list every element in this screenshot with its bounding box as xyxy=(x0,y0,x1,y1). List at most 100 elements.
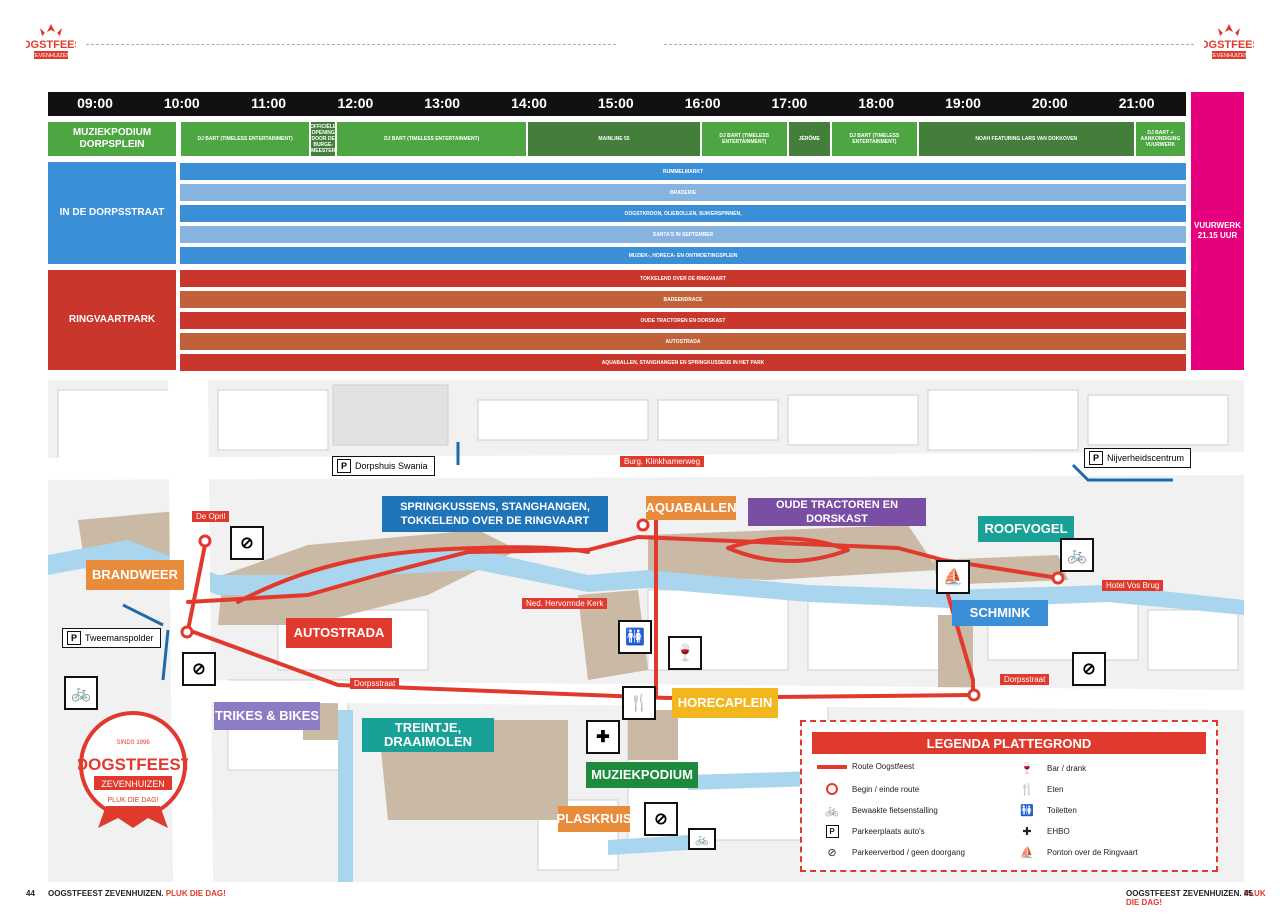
ringvaart-item: OUDE TRACTOREN EN DORSKAST xyxy=(180,312,1186,329)
dorpsstraat-item: SANTA'S IN SEPTEMBER xyxy=(180,226,1186,243)
callout-brandweer: BRANDWEER xyxy=(86,560,184,590)
legend-no-parking: ⊘Parkeerverbod / geen doorgang xyxy=(812,846,965,859)
parking-icon: P xyxy=(1089,451,1103,465)
time-label: 20:00 xyxy=(1031,95,1068,111)
logo-sub: ZEVENHUIZEN xyxy=(32,53,71,59)
street-dorpsstraat-1: Dorpsstraat xyxy=(350,678,400,689)
route-markers xyxy=(180,518,1065,702)
callout-trikes-bikes: TRIKES & BIKES xyxy=(214,702,320,730)
parking-tweemanspolder: P Tweemanspolder xyxy=(62,628,161,648)
muziek-segment: DJ BART (TIMELESS ENTERTAINMENT) xyxy=(181,122,310,156)
muziek-segment: JÉRÔME xyxy=(788,122,830,156)
muziek-segment: MAINLINE 55 xyxy=(528,122,700,156)
legend-toilets: 🚻Toiletten xyxy=(1007,804,1077,817)
callout-tractoren: OUDE TRACTOREN EN DORSKAST xyxy=(748,498,926,526)
header-divider-right xyxy=(664,44,1194,45)
callout-treintje: TREINTJE, DRAAIMOLEN xyxy=(362,718,494,752)
muziek-segment: DJ BART (TIMELESS ENTERTAINMENT) xyxy=(701,122,787,156)
legend-start-end: Begin / einde route xyxy=(812,783,919,795)
street-hotel-vos-brug: Hotel Vos Brug xyxy=(1102,580,1164,591)
street-de-opril: De Opril xyxy=(192,511,230,522)
food-icon: 🍴 xyxy=(622,686,656,720)
time-label: 15:00 xyxy=(597,95,634,111)
street-kerk: Ned. Hervormde Kerk xyxy=(522,598,608,609)
logo-sub: ZEVENHUIZEN xyxy=(1210,53,1249,59)
ringvaart-item: AQUABALLEN, STANGHANGEN EN SPRINGKUSSENS… xyxy=(180,354,1186,371)
bicycle-icon: 🚲 xyxy=(688,828,716,850)
muziek-segment: NOAH FEATURING LARS VAN DOKKOVEN xyxy=(918,122,1134,156)
callout-plaskruis: PLASKRUIS xyxy=(556,806,632,832)
parking-tweemans-label: Tweemanspolder xyxy=(85,633,154,643)
badge-title: OOGSTFEEST xyxy=(78,755,188,774)
no-parking-icon: ⊘ xyxy=(1072,652,1106,686)
footer-text-left: OOGSTFEEST ZEVENHUIZEN. PLUK DIE DAG! xyxy=(48,889,226,898)
route-marker-icon xyxy=(826,783,838,795)
food-icon: 🍴 xyxy=(1020,784,1034,796)
first-aid-icon: ✚ xyxy=(1022,826,1032,838)
badge-tagline: PLUK DIE DAG! xyxy=(108,797,159,804)
time-label: 10:00 xyxy=(163,95,200,111)
time-label: 14:00 xyxy=(511,95,547,111)
legend-bike: 🚲Bewaakte fietsenstalling xyxy=(812,804,938,817)
row-label-dorpsstraat: IN DE DORPSSTRAAT xyxy=(48,162,176,264)
bar-drink-icon: 🍷 xyxy=(1020,763,1034,775)
first-aid-icon: ✚ xyxy=(586,720,620,754)
vuurwerk-banner: VUURWERK 21.15 UUR xyxy=(1191,92,1244,370)
oogstfeest-badge: SINDS 1996 OOGSTFEEST ZEVENHUIZEN PLUK D… xyxy=(75,710,192,830)
badge-since: SINDS 1996 xyxy=(116,740,150,746)
callout-horecaplein: HORECAPLEIN xyxy=(672,688,778,718)
legend-bar: 🍷Bar / drank xyxy=(1007,762,1086,775)
callout-springkussens: SPRINGKUSSENS, STANGHANGEN, TOKKELEND OV… xyxy=(382,496,608,532)
ringvaart-item: BADEENDRACE xyxy=(180,291,1186,308)
bicycle-icon: 🚲 xyxy=(1060,538,1094,572)
bar-drink-icon: 🍷 xyxy=(668,636,702,670)
header-divider-left xyxy=(86,44,616,45)
callout-aquaballen: AQUABALLEN xyxy=(646,496,737,520)
dorpsstraat-item: MUZIEK-, HORECA- EN ONTMOETINGSPLEIN xyxy=(180,247,1186,264)
callout-autostrada: AUTOSTRADA xyxy=(286,618,392,648)
muziek-segment: DJ BART + AANKONDIGING VUURWERK xyxy=(1135,122,1185,156)
time-label: 17:00 xyxy=(771,95,808,111)
footer-page-right: 45 xyxy=(1244,889,1253,898)
time-label: 09:00 xyxy=(77,95,113,111)
callout-roofvogel: ROOFVOGEL xyxy=(978,516,1074,542)
no-parking-icon: ⊘ xyxy=(644,802,678,836)
bicycle-icon: 🚲 xyxy=(64,676,98,710)
toilets-icon: 🚻 xyxy=(1020,805,1034,817)
logo-text: OOGSTFEEST xyxy=(1204,39,1254,51)
bicycle-icon: 🚲 xyxy=(825,805,839,817)
toilets-icon: 🚻 xyxy=(618,620,652,654)
ringvaart-item: AUTOSTRADA xyxy=(180,333,1186,350)
row-label-muziekpodium: MUZIEKPODIUM DORPSPLEIN xyxy=(48,122,176,156)
dorpsstraat-item: BRADERIE xyxy=(180,184,1186,201)
time-label: 21:00 xyxy=(1118,95,1155,111)
ringvaart-item: TOKKELEND OVER DE RINGVAART xyxy=(180,270,1186,287)
legend-ponton: ⛵Ponton over de Ringvaart xyxy=(1007,846,1138,859)
parking-icon: P xyxy=(67,631,81,645)
no-parking-icon: ⊘ xyxy=(230,526,264,560)
header-logo-left: OOGSTFEEST ZEVENHUIZEN xyxy=(13,22,89,64)
route-line-icon xyxy=(817,764,847,769)
parking-icon: P xyxy=(337,459,351,473)
parking-icon: P xyxy=(825,825,839,838)
street-dorpsstraat-2: Dorpsstraat xyxy=(1000,674,1050,685)
time-label: 16:00 xyxy=(684,95,721,111)
time-label: 19:00 xyxy=(945,95,981,111)
ponton-icon: ⛵ xyxy=(1020,847,1034,859)
footer-page-left: 44 xyxy=(26,889,35,898)
time-label: 18:00 xyxy=(858,95,895,111)
no-parking-icon: ⊘ xyxy=(182,652,216,686)
muziek-segment: DJ BART (TIMELESS ENTERTAINMENT) xyxy=(337,122,527,156)
parking-nijverheidscentrum: P Nijverheidscentrum xyxy=(1084,448,1192,468)
dorpsstraat-item: RUMMELMARKT xyxy=(180,163,1186,180)
callout-muziekpodium: MUZIEKPODIUM xyxy=(586,762,698,788)
muziek-segment: DJ BART (TIMELESS ENTERTAINMENT) xyxy=(832,122,917,156)
parking-nijverheid-label: Nijverheidscentrum xyxy=(1107,453,1185,463)
muziek-segment: OFFICIËLE OPENING DOOR DE BURGE-MEESTER xyxy=(311,122,336,156)
dorpsstraat-item: OOGSTKROON, OLIEBOLLEN, SUIKERSPINNEN, xyxy=(180,205,1186,222)
street-klinkhamerweg: Burg. Klinkhamerweg xyxy=(620,456,705,467)
callout-schmink: SCHMINK xyxy=(952,600,1048,626)
legend-route: Route Oogstfeest xyxy=(812,762,914,771)
